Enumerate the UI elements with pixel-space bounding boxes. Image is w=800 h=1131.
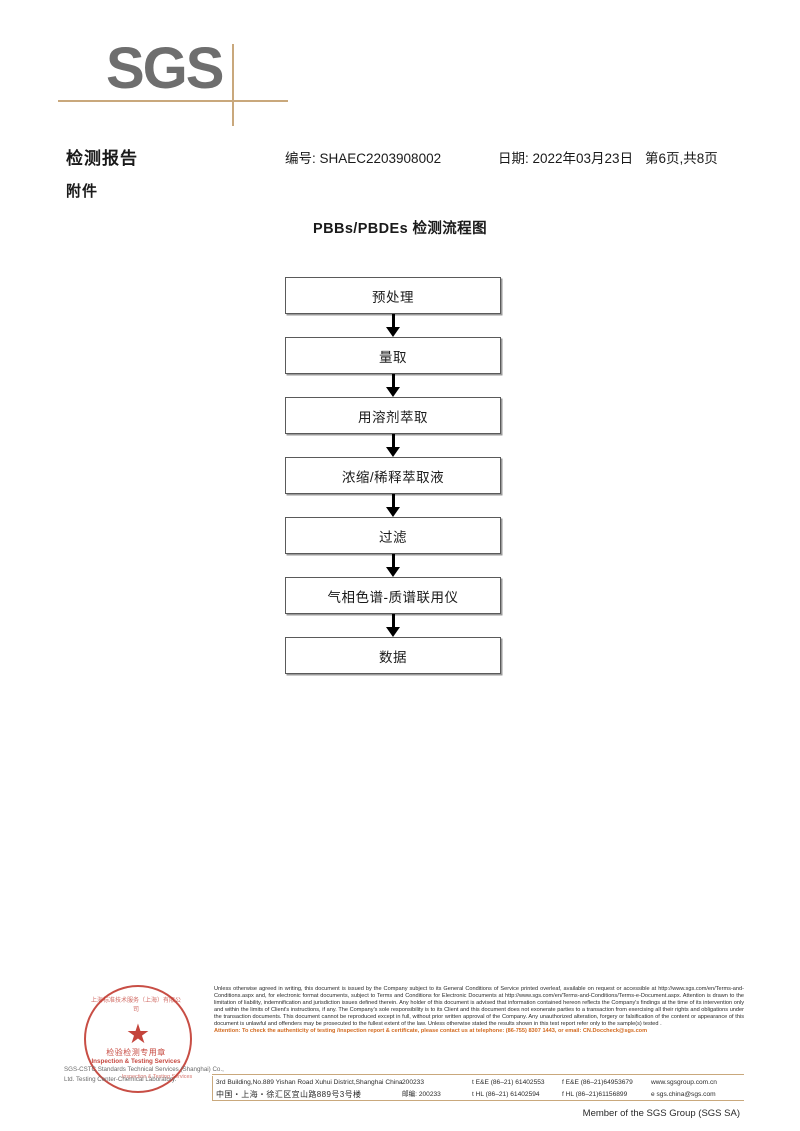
document-header: 检测报告 编号: SHAEC2203908002 日期: 2022年03月23日… [0, 144, 800, 168]
footer-address-row-cn: 中国・上海・徐汇区宜山路889号3号楼 邮编: 200233 t HL (86–… [214, 1089, 746, 1101]
footer-bottom-rule [212, 1100, 744, 1101]
postcode-en: 200233 [402, 1079, 425, 1086]
flow-step-box: 量取 [285, 337, 501, 374]
flow-step-box: 预处理 [285, 277, 501, 314]
footer-address-row-en: 3rd Building,No.889 Yishan Road Xuhui Di… [214, 1077, 746, 1089]
report-number: 编号: SHAEC2203908002 [285, 151, 442, 166]
stamp-company-line2: Testing Center-Chemical Laboratory. [75, 1076, 177, 1083]
tel-cn: t HL (86–21) 61402594 [472, 1090, 540, 1098]
member-notice: Member of the SGS Group (SGS SA) [582, 1108, 740, 1119]
address-cn: 中国・上海・徐汇区宜山路889号3号楼 [216, 1089, 362, 1099]
footer-left-divider [212, 1076, 213, 1100]
legal-body-text: Unless otherwise agreed in writing, this… [214, 986, 744, 1027]
fax-en: f E&E (86–21)64953679 [562, 1079, 633, 1086]
attention-notice: Attention: To check the authenticity of … [214, 1028, 648, 1035]
flow-arrow-down-icon [285, 314, 501, 337]
fax-cn: f HL (86–21)61156899 [562, 1090, 628, 1098]
flow-arrow-down-icon [285, 554, 501, 577]
flow-step-box: 数据 [285, 637, 501, 674]
website-link[interactable]: www.sgsgroup.com.cn [651, 1079, 717, 1086]
logo-vertical-rule [232, 44, 234, 126]
stamp-ring [84, 985, 192, 1093]
stamp-company-text: SGS-CSTC Standards Technical Services (S… [64, 1065, 224, 1085]
footer-contact-block: 3rd Building,No.889 Yishan Road Xuhui Di… [214, 1077, 746, 1100]
postcode-cn: 邮编: 200233 [402, 1090, 441, 1098]
logo-horizontal-rule [58, 100, 288, 102]
star-icon: ★ [125, 1019, 151, 1049]
page-indicator: 第6页,共8页 [645, 151, 718, 166]
flow-arrow-down-icon [285, 434, 501, 457]
report-date: 日期: 2022年03月23日 [498, 151, 634, 166]
flowchart: 预处理 量取 用溶剂萃取 浓缩/稀释萃取液 过滤 气相色谱-质谱联用仪 数据 [285, 277, 503, 674]
tel-en: t E&E (86–21) 61402553 [472, 1079, 545, 1086]
flow-step-box: 浓缩/稀释萃取液 [285, 457, 501, 494]
stamp-company-line1: SGS-CSTC Standards Technical Services (S… [64, 1066, 224, 1083]
footer-top-rule [212, 1074, 744, 1075]
stamp-overlay-red-text: Inspection & Testing Services [121, 1074, 193, 1080]
official-stamp: 上海标准技术服务（上海）有限公司 ★ 检验检测专用章 Inspection & … [64, 985, 224, 1093]
stamp-english-text: Inspection & Testing Services [91, 1058, 181, 1065]
logo-text: SGS [106, 36, 224, 101]
sgs-logo: SGS [58, 36, 288, 126]
page-title: 检测报告 [66, 149, 138, 168]
flow-step-box: 用溶剂萃取 [285, 397, 501, 434]
address-en: 3rd Building,No.889 Yishan Road Xuhui Di… [216, 1079, 403, 1086]
flow-arrow-down-icon [285, 494, 501, 517]
email-link[interactable]: e sgs.china@sgs.com [651, 1090, 716, 1098]
flow-step-box: 气相色谱-质谱联用仪 [285, 577, 501, 614]
attachment-label: 附件 [66, 183, 99, 200]
flowchart-title: PBBs/PBDEs 检测流程图 [313, 221, 487, 237]
stamp-chinese-text: 检验检测专用章 [106, 1048, 166, 1057]
stamp-arc-text: 上海标准技术服务（上海）有限公司 [90, 998, 181, 1013]
flow-step-box: 过滤 [285, 517, 501, 554]
legal-disclaimer: Unless otherwise agreed in writing, this… [214, 986, 744, 1035]
flow-arrow-down-icon [285, 614, 501, 637]
flow-arrow-down-icon [285, 374, 501, 397]
